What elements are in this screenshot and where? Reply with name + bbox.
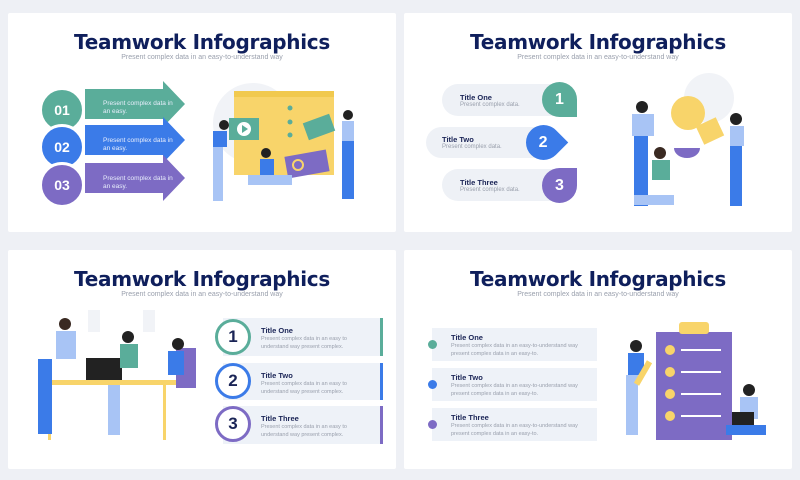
list-item-1: Title One Present complex data in an eas… [432,328,597,361]
badge-3: 3 [542,168,577,203]
slide-4-thumbnail[interactable]: Teamwork Infographics Present complex da… [404,250,792,469]
item-text: Present complex data in an easy-to-under… [451,423,578,437]
arrow-text-1: Present complex data in an easy. [103,100,173,115]
item-title: Title Three [451,413,489,422]
item-text: Present complex data in an easy to under… [261,424,347,438]
item-title: Title Two [451,373,483,382]
list-item-2: Title Two Present complex data in an eas… [432,368,597,401]
item-text: Present complex data in an easy-to-under… [451,343,578,357]
slide-title: Teamwork Infographics [74,267,330,291]
item-text: Present complex data in an easy to under… [261,336,347,350]
idea-illustration [632,73,744,206]
item-text: Present complex data. [442,144,502,150]
item-title: Title Three [460,178,498,187]
slide-2-thumbnail[interactable]: Teamwork Infographics Present complex da… [404,13,792,232]
slide-subtitle: Present complex data in an easy-to-under… [121,54,283,61]
bullet-dot-teal [428,340,437,349]
arrow-3 [85,155,185,201]
item-title: Title Three [261,414,299,423]
checklist-illustration [626,322,766,440]
list-item-3: Title Three Present complex data in an e… [432,408,597,441]
arrows-graphic [85,81,185,201]
slide-1-thumbnail[interactable]: Teamwork Infographics Present complex da… [8,13,396,232]
item-title: Title One [451,333,483,342]
item-title: Title Two [442,135,474,144]
arrow-2 [85,117,185,163]
item-text: Present complex data. [460,187,520,193]
arrow-1 [85,81,185,127]
number-circle-3: 3 [215,406,251,442]
slide-title: Teamwork Infographics [470,30,726,54]
item-text: Present complex data. [460,102,520,108]
item-title: Title Two [261,371,293,380]
badge-1: 1 [542,82,577,117]
number-circle-2: 2 [215,363,251,399]
slide-subtitle: Present complex data in an easy-to-under… [121,291,283,298]
slide-subtitle: Present complex data in an easy-to-under… [517,291,679,298]
slide-3-thumbnail[interactable]: Teamwork Infographics Present complex da… [8,250,396,469]
item-text: Present complex data in an easy to under… [261,381,347,395]
slide-title: Teamwork Infographics [74,30,330,54]
slide-title: Teamwork Infographics [470,267,726,291]
number-circle-1: 1 [215,319,251,355]
bullet-dot-blue [428,380,437,389]
meeting-illustration [38,310,196,440]
bullet-dot-purple [428,420,437,429]
item-title: Title One [460,93,492,102]
step-circle-3: 03 [39,162,85,208]
slide-subtitle: Present complex data in an easy-to-under… [517,54,679,61]
teamwork-illustration [213,83,354,201]
item-text: Present complex data in an easy-to-under… [451,383,578,397]
item-title: Title One [261,326,293,335]
arrow-text-3: Present complex data in an easy. [103,175,173,190]
arrow-text-2: Present complex data in an easy. [103,137,173,152]
